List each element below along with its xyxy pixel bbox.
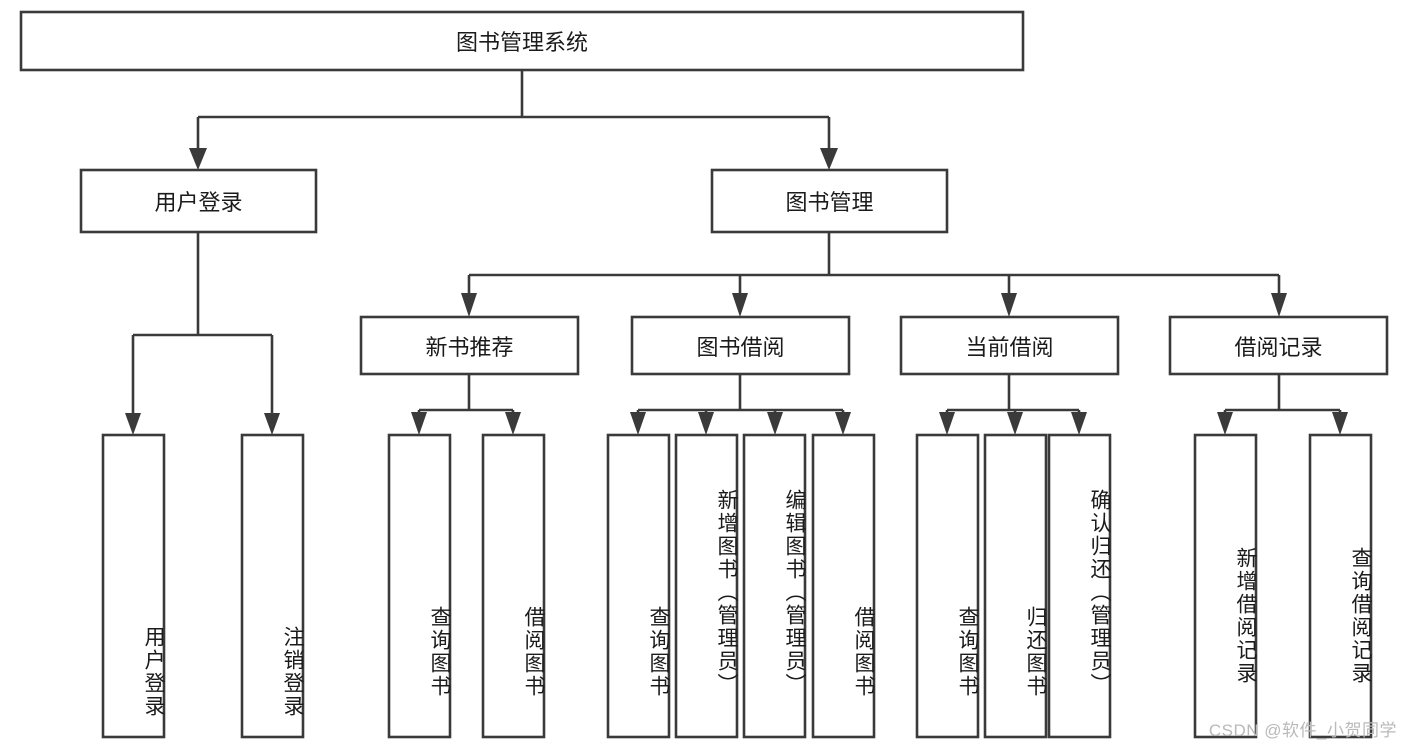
- node-root-system[interactable]: [19, 10, 1025, 72]
- arrowhead-bb-leaf1: [630, 412, 646, 435]
- arrowhead-user-login: [189, 148, 207, 170]
- arrowhead-leaf-user-login: [125, 413, 141, 435]
- arrowhead-bb-leaf4: [835, 412, 851, 435]
- arrowhead-borrow-record: [1271, 293, 1287, 317]
- node-leaf-br-add-record[interactable]: [1193, 433, 1258, 739]
- node-leaf-bb-query-book[interactable]: [606, 433, 671, 739]
- arrowhead-cb-leaf3: [1071, 412, 1087, 435]
- node-leaf-logout[interactable]: [240, 433, 305, 739]
- arrowhead-bb-leaf2: [698, 412, 714, 435]
- arrowhead-book-mgmt: [820, 148, 838, 170]
- node-book-management[interactable]: [710, 168, 949, 234]
- node-book-borrow[interactable]: [630, 315, 851, 376]
- node-leaf-cb-query-book[interactable]: [915, 433, 980, 739]
- arrowhead-nb-leaf1: [411, 412, 427, 435]
- node-leaf-br-query-record[interactable]: [1308, 433, 1373, 739]
- node-borrow-record[interactable]: [1168, 315, 1389, 376]
- arrowhead-bb-leaf3: [767, 412, 783, 435]
- arrowhead-br-leaf1: [1217, 412, 1233, 435]
- node-current-borrow[interactable]: [899, 315, 1120, 376]
- node-leaf-user-login[interactable]: [101, 433, 166, 739]
- arrowhead-leaf-logout: [264, 413, 280, 435]
- arrowhead-book-borrow: [732, 293, 748, 317]
- node-user-login[interactable]: [79, 168, 318, 234]
- node-leaf-bb-add-book[interactable]: [674, 433, 739, 739]
- arrowhead-br-leaf2: [1332, 412, 1348, 435]
- node-leaf-bb-borrow-book[interactable]: [811, 433, 876, 739]
- node-leaf-nb-borrow-book[interactable]: [481, 433, 546, 739]
- node-leaf-nb-query-book[interactable]: [387, 433, 452, 739]
- arrowhead-nb-leaf2: [505, 412, 521, 435]
- arrowhead-current-borrow: [1001, 293, 1017, 317]
- node-new-book-recommend[interactable]: [359, 315, 580, 376]
- arrowhead-new-book: [461, 293, 477, 317]
- arrowhead-cb-leaf2: [1007, 412, 1023, 435]
- arrowhead-cb-leaf1: [939, 412, 955, 435]
- node-leaf-bb-edit-book[interactable]: [742, 433, 807, 739]
- node-leaf-cb-confirm-return[interactable]: [1047, 433, 1112, 739]
- node-leaf-cb-return-book[interactable]: [983, 433, 1048, 739]
